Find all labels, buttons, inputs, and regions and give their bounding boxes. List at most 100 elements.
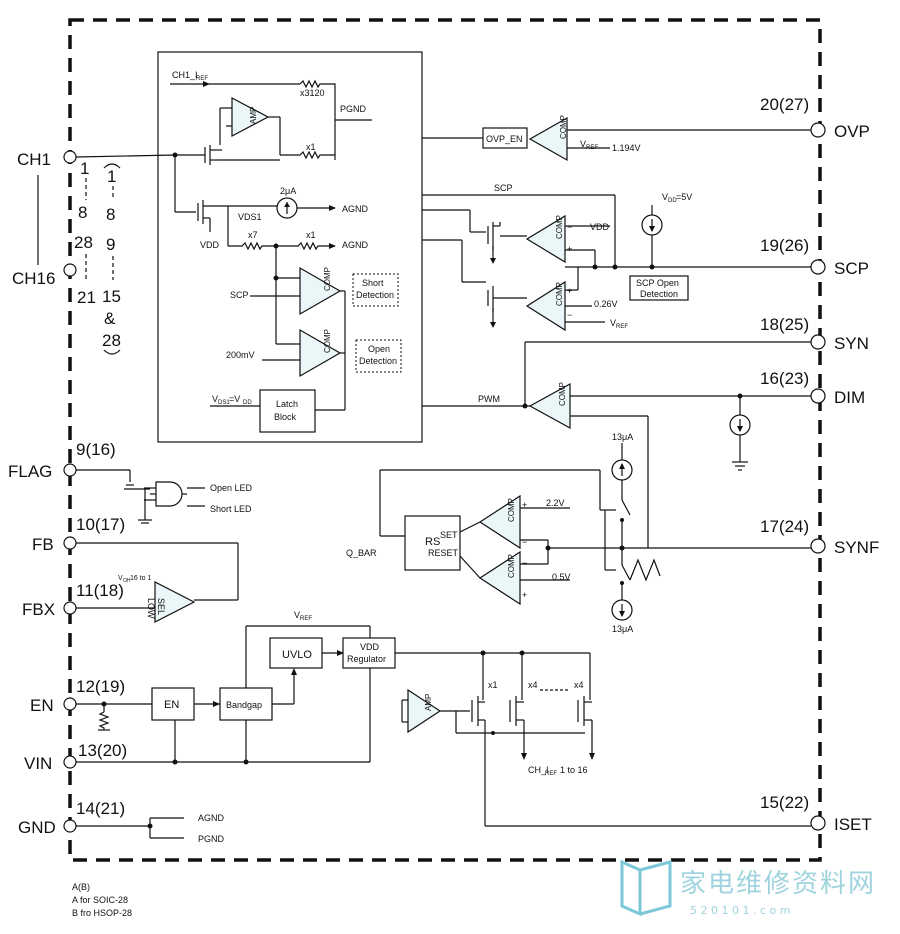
svg-text:EN: EN [30, 696, 54, 715]
svg-text:9(16): 9(16) [76, 440, 116, 459]
iset-amp [407, 688, 442, 734]
svg-text:COMP: COMP [323, 329, 332, 353]
pin-dim: DIM 16(23) [760, 369, 865, 407]
pin-syn: SYN 18(25) [760, 315, 869, 353]
sel-low-mux [154, 581, 196, 623]
svg-text:+: + [567, 286, 572, 296]
svg-text:EN: EN [164, 699, 179, 711]
svg-text:CH1: CH1 [17, 150, 51, 169]
pin-gnd: GND 14(21) [18, 799, 150, 837]
channel-amp [231, 97, 270, 137]
svg-text:CH_I: CH_I [528, 765, 549, 775]
pin-fb: FB 10(17) [32, 515, 238, 554]
svg-text:AGND: AGND [342, 240, 369, 250]
svg-text:REF: REF [586, 145, 598, 151]
svg-text:VIN: VIN [24, 754, 52, 773]
svg-text:OVP: OVP [834, 122, 870, 141]
svg-text:COMP: COMP [559, 115, 568, 139]
svg-text:SCP: SCP [834, 259, 869, 278]
pwm-comp [528, 382, 571, 430]
svg-text:17(24): 17(24) [760, 517, 809, 536]
svg-text:16(23): 16(23) [760, 369, 809, 388]
svg-text:Open LED: Open LED [210, 483, 253, 493]
short-detection-box [352, 273, 399, 307]
svg-text:16 to 1: 16 to 1 [130, 575, 152, 582]
svg-text:VDD: VDD [590, 222, 610, 232]
svg-text:10(17): 10(17) [76, 515, 125, 534]
svg-text:x1: x1 [488, 680, 498, 690]
svg-text:COMP: COMP [555, 215, 564, 239]
svg-text:Short LED: Short LED [210, 504, 252, 514]
svg-text:Block: Block [274, 412, 297, 422]
svg-text:AGND: AGND [198, 813, 225, 823]
svg-text:x4: x4 [574, 680, 584, 690]
svg-text:28: 28 [74, 233, 93, 252]
svg-text:SYN: SYN [834, 334, 869, 353]
svg-text:=V: =V [229, 394, 240, 404]
svg-text:DIM: DIM [834, 388, 865, 407]
svg-text:COMP: COMP [323, 267, 332, 291]
svg-text:−: − [522, 558, 527, 568]
svg-text:1 to 16: 1 to 16 [560, 765, 588, 775]
svg-text:x1: x1 [306, 142, 316, 152]
sawtooth-wave [629, 558, 661, 582]
svg-text:AMP: AMP [424, 694, 433, 711]
svg-text:SCP Open: SCP Open [636, 278, 679, 288]
svg-text:UVLO: UVLO [282, 649, 312, 661]
svg-text:A for SOIC-28: A for SOIC-28 [72, 895, 128, 905]
svg-text:12(19): 12(19) [76, 677, 125, 696]
svg-text:2.2V: 2.2V [546, 498, 565, 508]
scp-comp-upper [525, 214, 566, 264]
svg-text:FB: FB [32, 535, 54, 554]
svg-text:OH: OH [123, 578, 131, 584]
svg-text:CH16: CH16 [12, 269, 55, 288]
svg-text:VDD: VDD [360, 642, 380, 652]
svg-text:−: − [567, 310, 572, 320]
svg-text:−: − [567, 222, 572, 232]
paren-top [103, 163, 121, 169]
pin-ovp: OVP 20(27) [760, 95, 870, 141]
svg-text:+: + [522, 500, 527, 510]
svg-text:x1: x1 [306, 230, 316, 240]
svg-text:1: 1 [80, 159, 89, 178]
paren-bottom [103, 349, 121, 355]
svg-text:1: 1 [107, 167, 116, 186]
svg-text:COMP: COMP [507, 498, 516, 522]
ovp-en-box [482, 127, 528, 149]
svg-text:0.26V: 0.26V [594, 299, 618, 309]
svg-text:+: + [567, 244, 572, 254]
svg-text:&: & [104, 309, 116, 328]
svg-text:COMP: COMP [507, 554, 516, 578]
svg-text:19(26): 19(26) [760, 236, 809, 255]
svg-text:AMP: AMP [249, 107, 258, 124]
svg-text:SCP: SCP [230, 290, 249, 300]
svg-text:2μA: 2μA [280, 186, 296, 196]
svg-text:PGND: PGND [340, 104, 367, 114]
svg-text:LOW: LOW [146, 598, 156, 619]
channel-block-box [157, 51, 423, 443]
osc-comp-lower [478, 550, 521, 606]
svg-text:OVP_EN: OVP_EN [486, 134, 523, 144]
short-comp [299, 266, 342, 316]
en-block [151, 687, 195, 721]
svg-text:14(21): 14(21) [76, 799, 125, 818]
svg-text:V: V [294, 610, 300, 620]
svg-text:Q_BAR: Q_BAR [346, 548, 377, 558]
svg-text:1.194V: 1.194V [612, 143, 641, 153]
svg-text:PGND: PGND [198, 834, 225, 844]
svg-text:V: V [662, 192, 668, 202]
flag-and-gate [155, 481, 183, 507]
svg-text:SEL: SEL [156, 598, 166, 615]
svg-text:Detection: Detection [640, 289, 678, 299]
svg-text:x3120: x3120 [300, 88, 325, 98]
pin-ch1: CH1 [17, 150, 176, 169]
svg-text:A(B): A(B) [72, 882, 90, 892]
svg-text:PWM: PWM [478, 394, 500, 404]
pin-flag: FLAG 9(16) [8, 440, 130, 481]
pin-en: EN 12(19) [30, 677, 152, 715]
svg-text:200mV: 200mV [226, 350, 255, 360]
pin-ch16: CH16 [12, 263, 77, 288]
uvlo-block [269, 637, 323, 669]
svg-text:B fro HSOP-28: B fro HSOP-28 [72, 908, 132, 918]
svg-text:Detection: Detection [356, 290, 394, 300]
